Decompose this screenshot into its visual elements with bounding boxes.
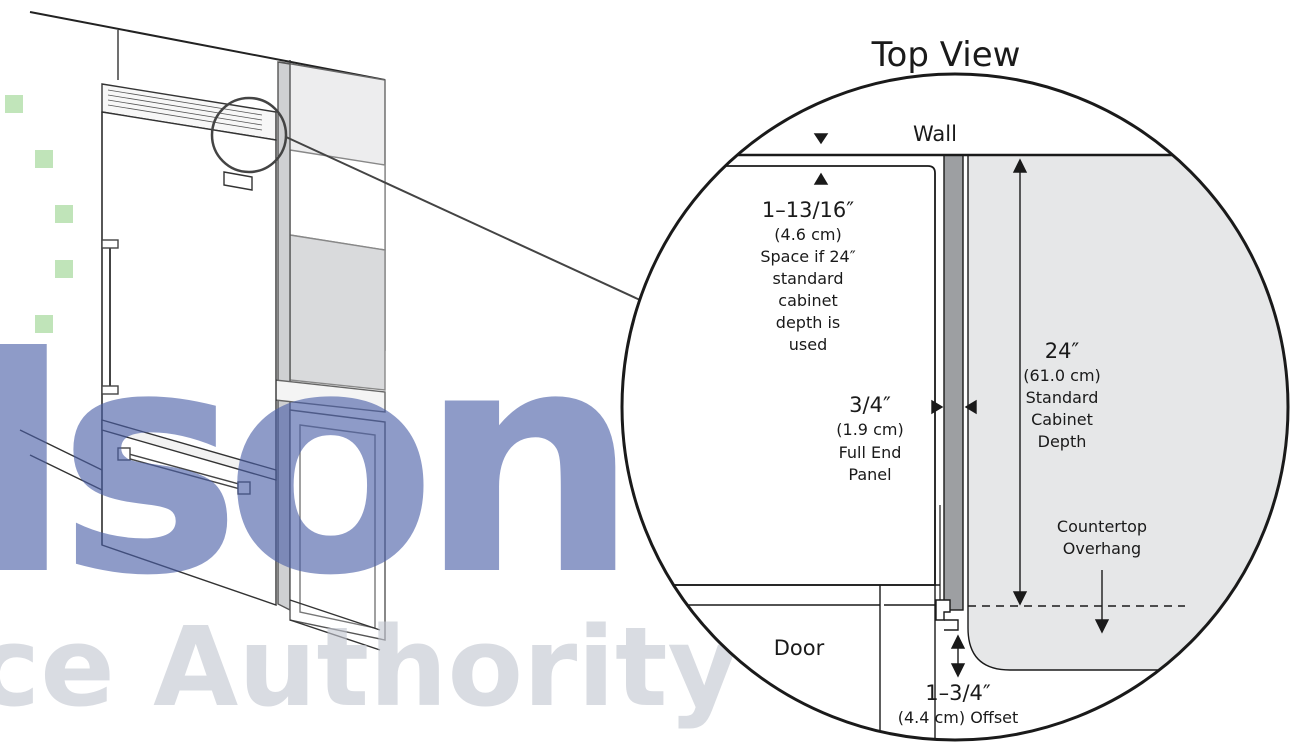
refrigerator-illustration <box>19 11 641 651</box>
offset-metric: (4.4 cm) Offset <box>898 708 1019 727</box>
cabinet-note-line: Cabinet <box>1031 410 1093 429</box>
space-note-line: Space if 24″ <box>760 247 855 266</box>
watermark-square-3 <box>55 205 73 223</box>
overhang-line: Overhang <box>1063 539 1141 558</box>
space-note-line: standard <box>773 269 844 288</box>
offset-dimension: 1–3/4″ <box>925 681 991 705</box>
dimension-markers <box>813 133 1110 678</box>
space-dimension: 1–13/16″ <box>762 198 854 222</box>
cabinet-depth-callout: 24″ (61.0 cm) Standard Cabinet Depth <box>1023 339 1101 451</box>
panel-dimension: 3/4″ <box>849 393 891 417</box>
watermark: Ison ce Authority™ <box>0 95 849 731</box>
cabinet-dimension: 24″ <box>1045 339 1080 363</box>
hinge-detail <box>935 599 951 621</box>
door-label: Door <box>774 636 825 660</box>
panel-note-line: Panel <box>848 465 891 484</box>
diagram-title: Top View <box>871 35 1021 75</box>
cabinet-metric: (61.0 cm) <box>1023 366 1101 385</box>
watermark-square-5 <box>35 315 53 333</box>
overhang-line: Countertop <box>1057 517 1147 536</box>
watermark-square-4 <box>55 260 73 278</box>
panel-metric: (1.9 cm) <box>836 420 903 439</box>
overhang-callout: Countertop Overhang <box>1057 517 1147 558</box>
space-note-line: depth is <box>776 313 840 332</box>
full-end-panel <box>943 154 964 611</box>
panel-callout: 3/4″ (1.9 cm) Full End Panel <box>836 393 903 484</box>
cabinet-note-line: Standard <box>1026 388 1099 407</box>
offset-callout: 1–3/4″ (4.4 cm) Offset <box>898 681 1019 727</box>
cabinet-note-line: Depth <box>1038 432 1087 451</box>
panel-note-line: Full End <box>839 443 902 462</box>
refrigerator-body <box>622 165 936 586</box>
space-metric: (4.6 cm) <box>774 225 841 244</box>
watermark-square-1 <box>5 95 23 113</box>
space-note-line: used <box>789 335 827 354</box>
wall-label: Wall <box>913 122 957 146</box>
space-callout: 1–13/16″ (4.6 cm) Space if 24″ standard … <box>760 198 855 354</box>
top-view-circle <box>620 72 1290 742</box>
watermark-brand: Ison <box>0 283 622 644</box>
space-note-line: cabinet <box>778 291 837 310</box>
cabinet-area <box>963 154 1288 671</box>
watermark-square-2 <box>35 150 53 168</box>
